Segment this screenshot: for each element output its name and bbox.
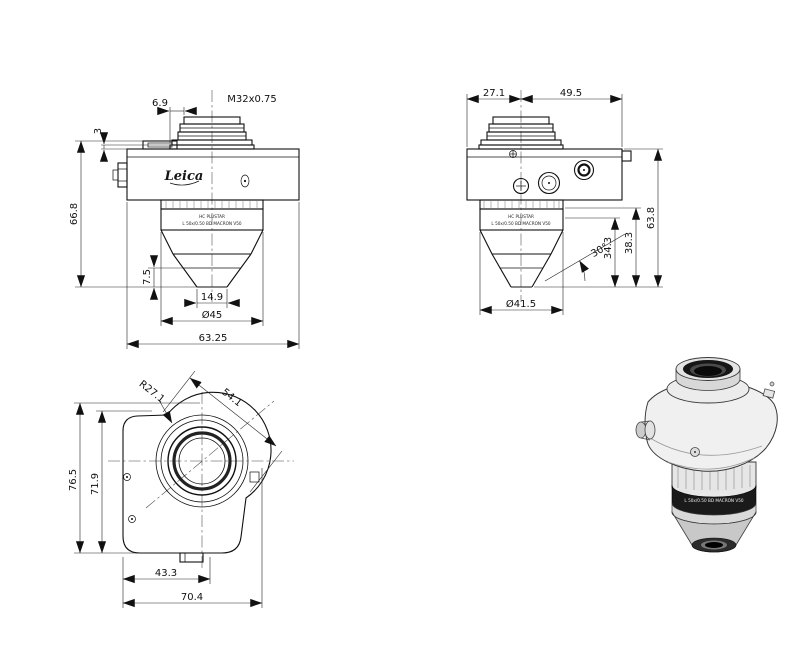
iso-objective-inscription-1: HC PLUSTAR <box>701 492 727 497</box>
side-objective: HC PLUSTAR L 50x/0.50 BD MACRON V50 <box>479 199 564 288</box>
side-capstan <box>573 159 595 181</box>
side-view: HC PLUSTAR L 50x/0.50 BD MACRON V50 27.1… <box>466 88 663 315</box>
iso-knob <box>635 420 656 441</box>
bottom-centerline-diag <box>145 400 275 509</box>
iso-objective-inscription-2: L 50x/0.50 BD MACRON V50 <box>684 498 743 503</box>
front-body: Leica <box>112 148 300 201</box>
dim-49-5: 49.5 <box>560 88 582 99</box>
iso-top-mount <box>666 357 750 404</box>
iso-pin <box>769 381 775 387</box>
iso-body <box>635 380 778 472</box>
brand-flourish <box>169 180 200 186</box>
front-objective-inscription-1: HC PLUSTAR <box>199 214 225 219</box>
dim-14-9: 14.9 <box>201 292 223 303</box>
bottom-housing-outline <box>122 391 272 554</box>
front-knurl <box>165 201 258 208</box>
dim-54-1: 54.1 <box>219 387 243 409</box>
iso-view: HC PLUSTAR L 50x/0.50 BD MACRON V50 <box>635 357 778 553</box>
iso-front-lens <box>705 542 723 548</box>
side-objective-inscription-2: L 50x/0.50 BD MACRON V50 <box>491 221 550 226</box>
iso-side-tab <box>762 388 776 399</box>
dim-thread: M32x0.75 <box>227 94 277 105</box>
dim-34-3: 34.3 <box>603 237 614 259</box>
dim-dia-41-5: Ø41.5 <box>506 298 536 310</box>
side-objective-inscription-1: HC PLUSTAR <box>508 214 534 219</box>
dim-27-1: 27.1 <box>483 88 505 99</box>
bottom-features <box>123 471 260 563</box>
bottom-lens-rings <box>155 414 249 508</box>
front-view: Leica HC PLUSTAR L 50x/0.50 BD MACRON V5… <box>69 90 300 349</box>
front-slot-screw <box>240 174 250 188</box>
brand-logo: Leica <box>164 169 204 184</box>
dim-7-5: 7.5 <box>142 269 153 285</box>
side-phillips-screw <box>512 177 530 195</box>
iso-mount-bore <box>694 366 722 376</box>
front-dimensions: 6.9 M32x0.75 3 66.8 7.5 14.9 <box>69 94 300 349</box>
side-top-screw <box>509 150 517 158</box>
dim-63-8: 63.8 <box>646 207 657 229</box>
side-bore <box>537 171 561 195</box>
side-dimensions: 27.1 49.5 63.8 38.3 34.3 30° Ø41.5 <box>466 88 663 315</box>
dim-63-25: 63.25 <box>199 333 228 344</box>
dim-38-3: 38.3 <box>624 232 635 254</box>
side-tab <box>621 150 632 162</box>
dim-66-8: 66.8 <box>69 203 80 225</box>
dim-71-9: 71.9 <box>90 473 101 495</box>
front-objective: HC PLUSTAR L 50x/0.50 BD MACRON V50 <box>160 199 264 288</box>
front-thread-mount <box>169 116 255 150</box>
bottom-view: 76.5 71.9 43.3 70.4 R27.1 54.1 <box>68 370 294 608</box>
iso-knurl <box>677 465 751 490</box>
dim-6-9: 6.9 <box>152 98 168 109</box>
dim-43-3: 43.3 <box>155 568 177 579</box>
side-body <box>466 148 632 201</box>
dim-76-5: 76.5 <box>68 469 79 491</box>
front-side-clamp <box>117 162 128 188</box>
dim-3: 3 <box>93 128 104 134</box>
dim-r27-1: R27.1 <box>137 379 167 406</box>
side-knurl <box>483 201 560 208</box>
iso-objective: HC PLUSTAR L 50x/0.50 BD MACRON V50 <box>671 461 757 553</box>
dim-70-4: 70.4 <box>181 592 203 603</box>
dim-dia-45: Ø45 <box>202 309 223 321</box>
front-objective-inscription-2: L 50x/0.50 BD MACRON V50 <box>182 221 241 226</box>
